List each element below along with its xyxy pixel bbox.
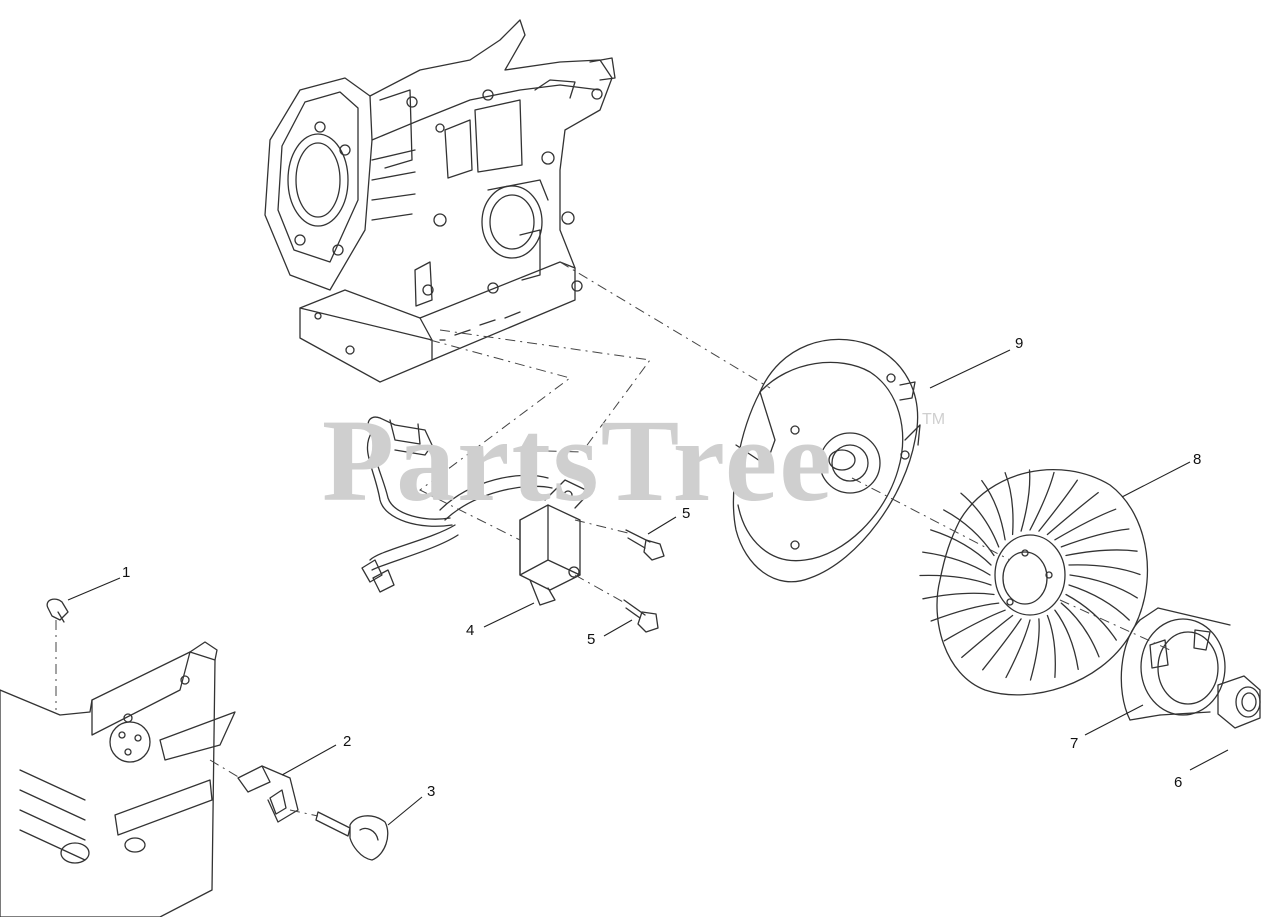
fan-fin (930, 529, 992, 566)
fan-fin (919, 574, 992, 586)
fan-fin (1054, 508, 1117, 541)
fan-fin (922, 551, 991, 576)
flywheel-nut (1217, 675, 1261, 729)
fan-fin (1068, 584, 1130, 621)
fan-fin (1020, 469, 1031, 532)
starter-cup (1120, 607, 1231, 721)
assembly-guidelines (55, 261, 1171, 817)
fan-fin (1029, 618, 1040, 681)
fan-fin (1038, 479, 1078, 532)
fan-fin (922, 592, 995, 600)
watermark-text: PartsTree (322, 395, 834, 526)
fan-fin (1065, 549, 1138, 557)
watermark: PartsTree TM (322, 395, 945, 526)
control-cover (0, 641, 236, 918)
fan-fin (1060, 528, 1130, 548)
fan-fin (961, 614, 1014, 659)
ignition-coil-harness (361, 416, 591, 606)
engine-crankcase (264, 19, 616, 383)
fan-fin (1060, 602, 1100, 658)
fan-fin (1029, 471, 1055, 531)
callout-7: 7 (1070, 735, 1078, 752)
callout-2: 2 (343, 733, 351, 750)
ignition-switch (237, 765, 299, 823)
fan-fin (1054, 609, 1079, 671)
fan-fin (943, 509, 995, 557)
callout-9: 9 (1015, 335, 1023, 352)
fan-fin (960, 492, 1000, 548)
callout-5-upper: 5 (682, 505, 690, 522)
fan-fin (930, 602, 1000, 622)
callout-3: 3 (427, 783, 435, 800)
callout-5-lower: 5 (587, 631, 595, 648)
callout-4: 4 (466, 622, 474, 639)
fan-fin (1004, 472, 1014, 536)
callout-1: 1 (122, 564, 130, 581)
wire-clip (46, 598, 69, 623)
fan-fin (1046, 614, 1056, 678)
ignition-key (315, 811, 389, 861)
bolts (623, 529, 665, 633)
cooling-fan (919, 468, 1148, 696)
fan-fin (982, 618, 1022, 671)
fan-fin (943, 609, 1006, 642)
leader-lines (67, 349, 1229, 826)
fan-fin (1046, 491, 1099, 536)
fan-fin (1069, 574, 1138, 599)
fan-fin (981, 479, 1006, 541)
callout-6: 6 (1174, 774, 1182, 791)
watermark-trademark: TM (922, 411, 945, 428)
fan-fin (1068, 564, 1141, 576)
fan-fin (1065, 593, 1117, 641)
fan-fin (1005, 619, 1031, 679)
callout-8: 8 (1193, 451, 1201, 468)
callout-labels: 9 8 7 6 5 5 4 1 2 3 (122, 335, 1201, 800)
flywheel (732, 338, 921, 583)
